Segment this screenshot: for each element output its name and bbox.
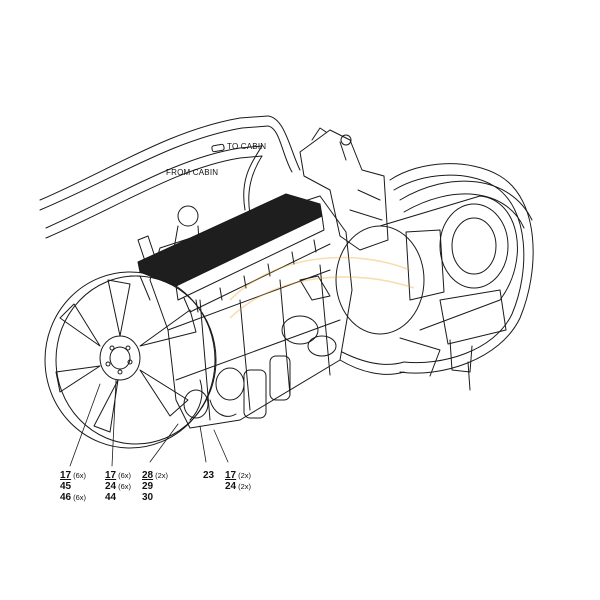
part-qty: (6x) (73, 493, 87, 502)
part-qty: (6x) (73, 471, 87, 480)
part-number: 24 (105, 481, 117, 492)
callout-group-bracket: 23 (203, 470, 214, 481)
cooling-fan (44, 271, 217, 449)
part-number: 24 (225, 481, 237, 492)
part-qty: (2x) (155, 471, 169, 480)
leader-lines (69, 379, 229, 467)
part-qty: (6x) (118, 482, 132, 491)
part-qty: (6x) (118, 471, 132, 480)
rear-bracket (299, 127, 389, 251)
cabin-hoses (39, 115, 301, 239)
valve-cover (137, 193, 331, 313)
to-cabin-label: TO CABIN (227, 142, 267, 151)
callout-group-fan: 17(6x) 45 46(6x) (60, 470, 86, 503)
part-number: 44 (105, 492, 117, 503)
transmission-hoses (339, 163, 534, 391)
watermark-logo (229, 256, 415, 319)
from-cabin-label: FROM CABIN (166, 168, 219, 177)
callout-group-pulley: 28(2x) 29 30 (142, 470, 168, 503)
part-number: 17 (105, 470, 117, 481)
part-number: 23 (203, 470, 215, 481)
part-number: 30 (142, 492, 154, 503)
part-number: 45 (60, 481, 72, 492)
part-qty: (2x) (238, 471, 252, 480)
part-number: 28 (142, 470, 154, 481)
part-number: 29 (142, 481, 154, 492)
part-number: 17 (60, 470, 72, 481)
part-number: 17 (225, 470, 237, 481)
part-qty: (2x) (238, 482, 252, 491)
transmission (335, 180, 533, 377)
callout-group-mount: 17(2x) 24(2x) (225, 470, 251, 492)
part-number: 46 (60, 492, 72, 503)
callout-group-hub: 17(6x) 24(6x) 44 (105, 470, 131, 503)
